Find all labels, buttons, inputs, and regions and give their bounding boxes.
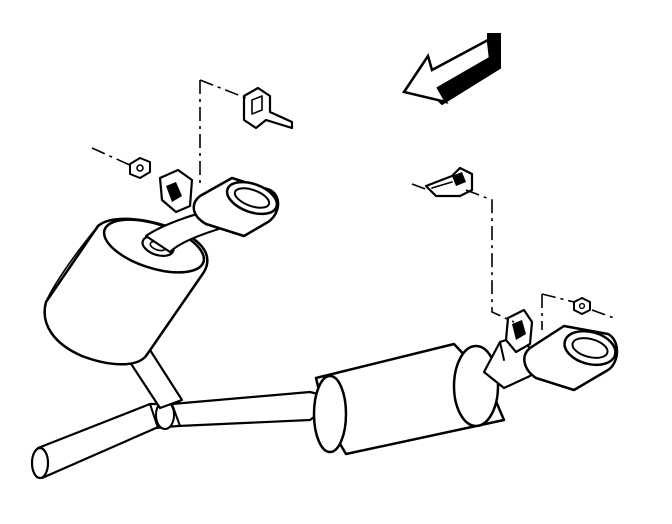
left-hanger-bracket <box>242 86 294 130</box>
left-assembly-centerlines <box>91 79 247 186</box>
right-assembly-centerlines <box>411 183 615 330</box>
arrow-face <box>401 38 492 104</box>
front-direction-arrow <box>401 33 501 106</box>
right-muffler <box>312 342 506 456</box>
right-tailpipe-tip <box>523 324 619 392</box>
right-nut <box>573 297 591 315</box>
left-rubber-insulator <box>158 168 194 214</box>
left-tailpipe-tip <box>192 176 280 238</box>
intermediate-pipe <box>30 390 320 480</box>
left-nut <box>129 157 151 179</box>
right-rubber-insulator <box>504 308 534 354</box>
left-muffler <box>43 217 209 366</box>
right-hanger-bracket <box>424 166 474 198</box>
